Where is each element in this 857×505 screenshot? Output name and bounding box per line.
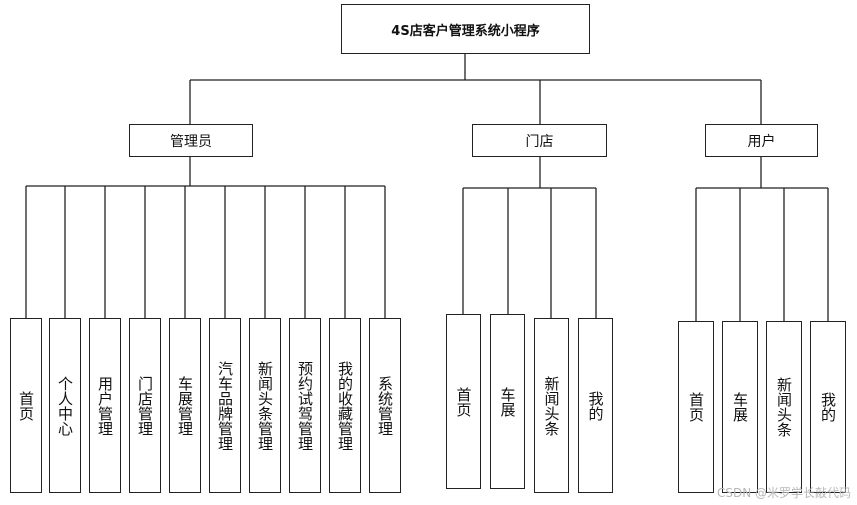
store-module-auto-show: 车展 [490,314,525,489]
admin-module-car-brand-management: 汽车品牌管理 [209,318,241,493]
role-node-store: 门店 [472,124,607,157]
admin-module-auto-show-management: 车展管理 [169,318,201,493]
admin-module-store-management: 门店管理 [129,318,161,493]
user-module-mine: 我的 [810,321,846,493]
role-node-user: 用户 [705,124,818,157]
admin-module-favorites-management: 我的收藏管理 [329,318,361,493]
admin-module-system-management: 系统管理 [369,318,401,493]
store-module-home: 首页 [446,314,481,489]
admin-module-home: 首页 [10,318,42,493]
admin-module-news-management: 新闻头条管理 [249,318,281,493]
user-module-news: 新闻头条 [766,321,802,493]
admin-module-test-drive-management: 预约试驾管理 [289,318,321,493]
user-module-home: 首页 [678,321,714,493]
store-module-mine: 我的 [578,318,613,493]
admin-module-user-management: 用户管理 [89,318,121,493]
user-module-auto-show: 车展 [722,321,758,493]
store-module-news: 新闻头条 [534,318,569,493]
admin-module-personal-center: 个人中心 [49,318,81,493]
watermark: CSDN @米罗学长敲代码 [716,486,851,500]
role-node-admin: 管理员 [129,124,253,157]
root-node: 4S店客户管理系统小程序 [341,4,590,54]
